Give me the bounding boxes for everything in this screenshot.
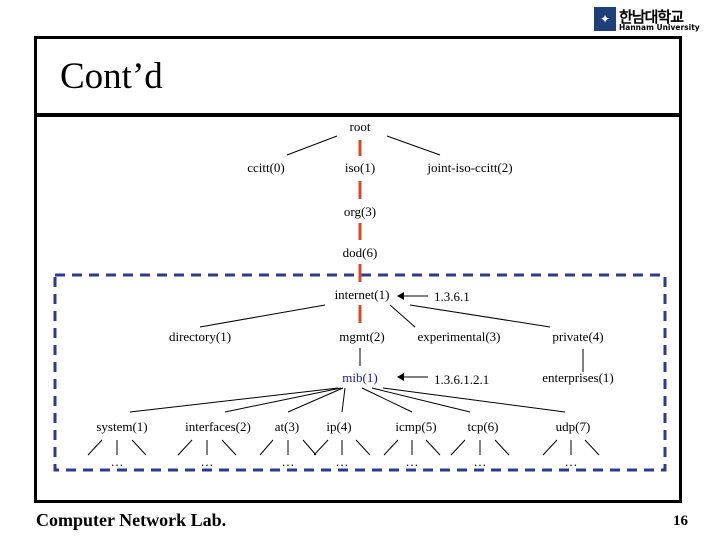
node-joint-iso-ccitt: joint-iso-ccitt(2) <box>426 160 512 175</box>
logo-korean-name: 한남대학교 <box>619 8 684 26</box>
node-root: root <box>350 119 371 134</box>
university-logo: ✦ 한남대학교 Hannam University <box>594 5 700 33</box>
mib-oid: 1.3.6.1.2.1 <box>434 372 489 387</box>
node-icmp: icmp(5) <box>395 419 436 434</box>
ellipsis-interfaces: … <box>201 454 214 469</box>
node-interfaces: interfaces(2) <box>185 419 251 434</box>
node-at: at(3) <box>275 419 300 434</box>
node-mgmt: mgmt(2) <box>339 329 385 344</box>
node-system: system(1) <box>96 419 147 434</box>
node-experimental: experimental(3) <box>417 329 500 344</box>
university-emblem-icon: ✦ <box>594 7 616 31</box>
footer-lab-name: Computer Network Lab. <box>36 510 227 530</box>
node-directory: directory(1) <box>169 329 231 344</box>
ellipsis-tcp: … <box>474 454 487 469</box>
node-udp: udp(7) <box>556 419 591 434</box>
node-tcp: tcp(6) <box>467 419 498 434</box>
node-ccitt: ccitt(0) <box>247 160 285 175</box>
internet-subtree-box <box>53 273 667 472</box>
node-ip: ip(4) <box>326 419 351 434</box>
ellipsis-at: … <box>282 454 295 469</box>
leaf-ellipses: … … … … … … … <box>111 454 578 469</box>
ellipsis-ip: … <box>336 454 349 469</box>
logo-english-name: Hannam University <box>619 23 700 32</box>
node-mib: mib(1) <box>342 370 377 385</box>
slide-title: Cont’d <box>60 56 163 97</box>
ellipsis-system: … <box>111 454 124 469</box>
node-iso: iso(1) <box>345 160 375 175</box>
ellipsis-udp: … <box>565 454 578 469</box>
page-number: 16 <box>673 513 688 529</box>
node-private: private(4) <box>552 329 603 344</box>
node-internet: internet(1) <box>335 287 390 302</box>
leaf-fans <box>87 439 600 456</box>
internet-oid: 1.3.6.1 <box>434 289 470 304</box>
node-org: org(3) <box>344 204 376 219</box>
tree-connectors <box>129 135 584 413</box>
oid-arrowheads <box>397 292 404 381</box>
ellipsis-icmp: … <box>406 454 419 469</box>
slide-frame <box>34 36 682 503</box>
node-dod: dod(6) <box>343 245 378 260</box>
node-enterprises: enterprises(1) <box>542 370 613 385</box>
